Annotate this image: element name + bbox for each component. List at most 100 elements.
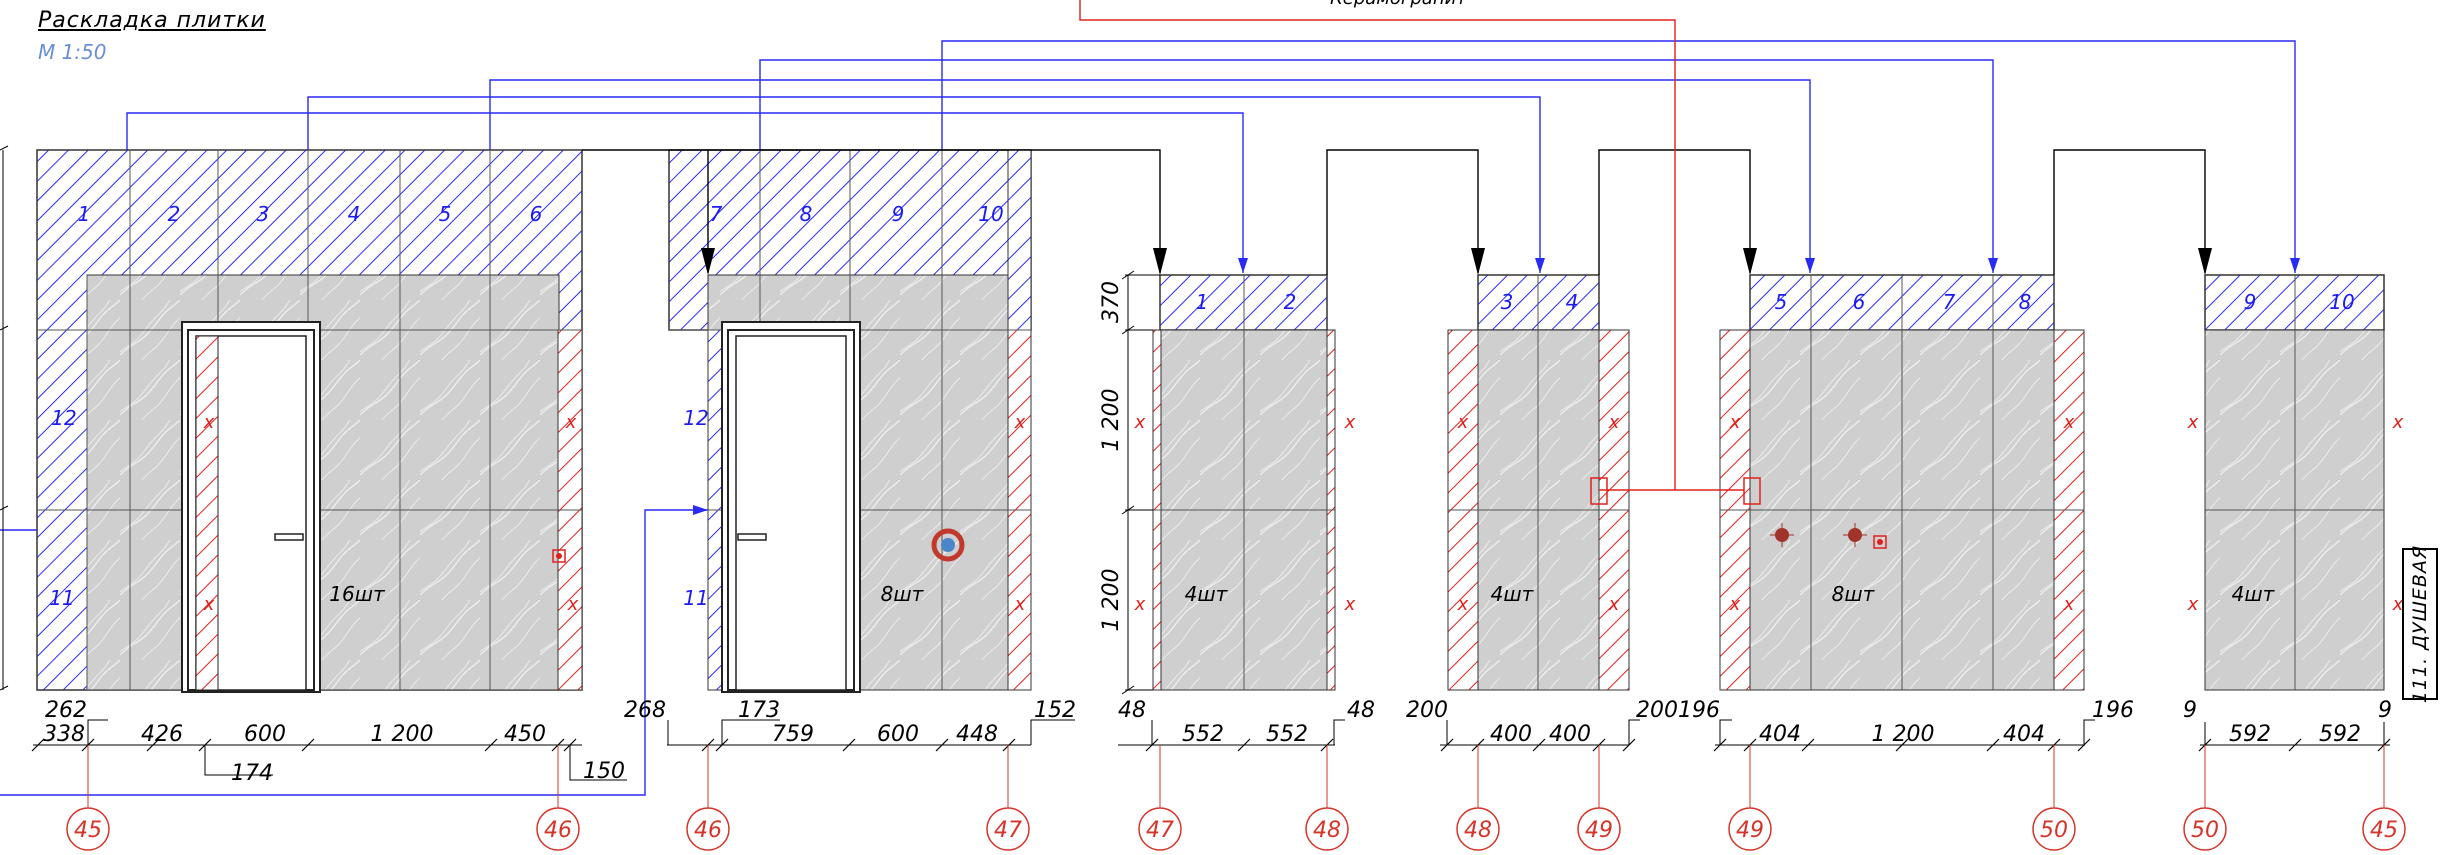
red-leader xyxy=(1079,0,1744,491)
axis-label: 50 xyxy=(2191,818,2219,843)
axis-label: 47 xyxy=(994,818,1022,843)
tile-label: 9 xyxy=(892,202,905,226)
dim-label: 400 xyxy=(1490,722,1532,747)
dim-label: 9 xyxy=(2378,698,2392,723)
tile-label: 1 xyxy=(1196,290,1209,314)
axis-circle xyxy=(536,807,580,851)
dim-label: 759 xyxy=(772,722,814,747)
x-mark: x xyxy=(1134,594,1146,615)
axis-circle xyxy=(986,807,1030,851)
dim-label: 552 xyxy=(1266,722,1308,747)
tile-label: 1 xyxy=(78,202,91,226)
tile-count: 8шт xyxy=(881,582,925,606)
dim-label: 196 xyxy=(1678,698,1720,723)
dim-label: 174 xyxy=(231,761,273,786)
axis-circle xyxy=(1577,807,1621,851)
dim-label: 152 xyxy=(1034,698,1076,723)
x-mark: x xyxy=(1457,594,1469,615)
tile-count: 4шт xyxy=(1491,582,1535,606)
tile-count: 4шт xyxy=(1185,582,1229,606)
dim-label: 196 xyxy=(2092,698,2134,723)
tile-label: 8 xyxy=(800,202,813,226)
tile-label: 7 xyxy=(1943,290,1956,314)
x-mark: x xyxy=(2187,594,2199,615)
wall-5 xyxy=(1719,274,2085,691)
tile-count: 16шт xyxy=(329,582,386,606)
dim-label: 404 xyxy=(2003,722,2045,747)
tile-label: 2 xyxy=(1284,290,1297,314)
wall-2 xyxy=(668,149,1032,693)
tile-label: 3 xyxy=(257,202,270,226)
x-mark: x xyxy=(1134,412,1146,433)
dim-label: 450 xyxy=(504,722,546,747)
dim-label: 592 xyxy=(2229,722,2271,747)
tile-count: 8шт xyxy=(1832,582,1876,606)
tile-label: 11 xyxy=(683,586,708,610)
x-mark: x xyxy=(1014,594,1026,615)
tile-label: 7 xyxy=(710,202,723,226)
x-mark: x xyxy=(203,594,215,615)
x-mark: x xyxy=(2063,594,2075,615)
dim-label: 262 xyxy=(45,698,87,723)
x-mark: x xyxy=(567,594,579,615)
tile-label: 11 xyxy=(49,586,74,610)
tile-label: 10 xyxy=(2329,290,2354,314)
dim-label: 404 xyxy=(1759,722,1801,747)
dim-label: 400 xyxy=(1549,722,1591,747)
axis-lines xyxy=(87,745,2385,808)
axis-label: 46 xyxy=(544,818,572,843)
vertical-dimensions xyxy=(1121,270,1160,695)
black-arrowheads xyxy=(701,248,2212,275)
tile-label: 5 xyxy=(1775,290,1788,314)
tile-label: 12 xyxy=(51,406,76,430)
room-label-text: 111. ДУШЕВАЯ xyxy=(2409,544,2431,704)
blue-leaders xyxy=(0,40,2296,796)
tile-label: 6 xyxy=(530,202,543,226)
dim-label: 552 xyxy=(1182,722,1224,747)
axis-label: 46 xyxy=(694,818,722,843)
dim-label: 1 200 xyxy=(1872,722,1935,747)
tile-count: 4шт xyxy=(2232,582,2276,606)
dim-label: 448 xyxy=(956,722,998,747)
vertical-dim-label: 1 200 xyxy=(1099,569,1124,632)
tile-label: 6 xyxy=(1853,290,1866,314)
vertical-dim-label: 1 200 xyxy=(1099,389,1124,452)
axis-label: 49 xyxy=(1736,818,1764,843)
axis-label: 50 xyxy=(2040,818,2068,843)
dim-label: 600 xyxy=(244,722,286,747)
blue-arrowheads xyxy=(693,258,2300,515)
axis-label: 45 xyxy=(74,818,102,843)
dim-label: 268 xyxy=(624,698,666,723)
x-mark: x xyxy=(2187,412,2199,433)
tile-label: 10 xyxy=(978,202,1003,226)
dim-label: 150 xyxy=(583,759,625,784)
dim-label: 338 xyxy=(43,722,85,747)
tile-label: 2 xyxy=(168,202,181,226)
x-mark: x xyxy=(2392,594,2404,615)
dim-label: 600 xyxy=(877,722,919,747)
x-mark: x xyxy=(1608,594,1620,615)
tile-label: 12 xyxy=(683,406,708,430)
axis-circle xyxy=(2183,807,2227,851)
dim-label: 592 xyxy=(2319,722,2361,747)
dim-label: 48 xyxy=(1118,698,1146,723)
vertical-dim-label: 370 xyxy=(1099,281,1124,323)
wall-3 xyxy=(1152,274,1336,691)
axis-label: 45 xyxy=(2370,818,2398,843)
dim-label: 48 xyxy=(1347,698,1375,723)
dim-label: 200 xyxy=(1636,698,1678,723)
x-mark: x xyxy=(1344,594,1356,615)
tile-label: 3 xyxy=(1501,290,1514,314)
x-mark: x xyxy=(565,412,577,433)
dim-label: 9 xyxy=(2183,698,2197,723)
axis-circle xyxy=(2362,807,2406,851)
axis-label: 48 xyxy=(1464,818,1492,843)
axis-circle xyxy=(66,807,110,851)
left-dim-line xyxy=(0,145,9,691)
axis-label: 47 xyxy=(1146,818,1174,843)
tile-label: 8 xyxy=(2019,290,2032,314)
axis-circle xyxy=(1305,807,1349,851)
axis-label: 49 xyxy=(1585,818,1613,843)
